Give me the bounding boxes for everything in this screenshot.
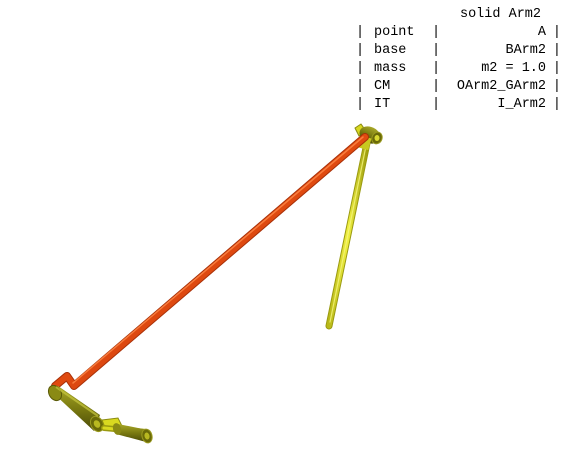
info-row-it: | IT | I_Arm2 | (350, 96, 563, 114)
row-key: base (374, 43, 407, 58)
arm1-rod (325, 139, 371, 330)
info-row-base: | base | BArm2 | (350, 42, 563, 60)
info-row-cm: | CM | OArm2_GArm2 | (350, 78, 563, 96)
table-border: | (552, 43, 561, 58)
table-border: | (356, 25, 365, 40)
row-key: mass (374, 61, 407, 76)
arm2-rod (51, 133, 369, 390)
base-joint (47, 384, 105, 433)
table-border: | (552, 97, 561, 112)
info-row-point: | point | A | (350, 24, 563, 42)
table-border: | (432, 25, 441, 40)
table-border: | (552, 25, 561, 40)
table-border: | (432, 61, 441, 76)
row-value: I_Arm2 (497, 97, 546, 112)
row-value: BArm2 (505, 43, 546, 58)
panel-title: solid Arm2 (459, 7, 541, 22)
row-key: IT (374, 97, 391, 112)
table-border: | (356, 43, 365, 58)
table-border: | (356, 79, 365, 94)
row-value: OArm2_GArm2 (456, 79, 546, 94)
solid-info-panel: solid Arm2 | point | A | | base | BArm2 … (350, 6, 563, 114)
table-border: | (432, 43, 441, 58)
table-border: | (356, 61, 365, 76)
small-joint (112, 423, 153, 444)
row-value: m2 = 1.0 (481, 61, 546, 76)
row-key: CM (374, 79, 391, 94)
row-value: A (537, 25, 546, 40)
table-border: | (432, 97, 441, 112)
table-border: | (356, 97, 365, 112)
row-key: point (374, 25, 415, 40)
table-border: | (432, 79, 441, 94)
table-border: | (552, 61, 561, 76)
info-row-mass: | mass | m2 = 1.0 | (350, 60, 563, 78)
table-border: | (552, 79, 561, 94)
